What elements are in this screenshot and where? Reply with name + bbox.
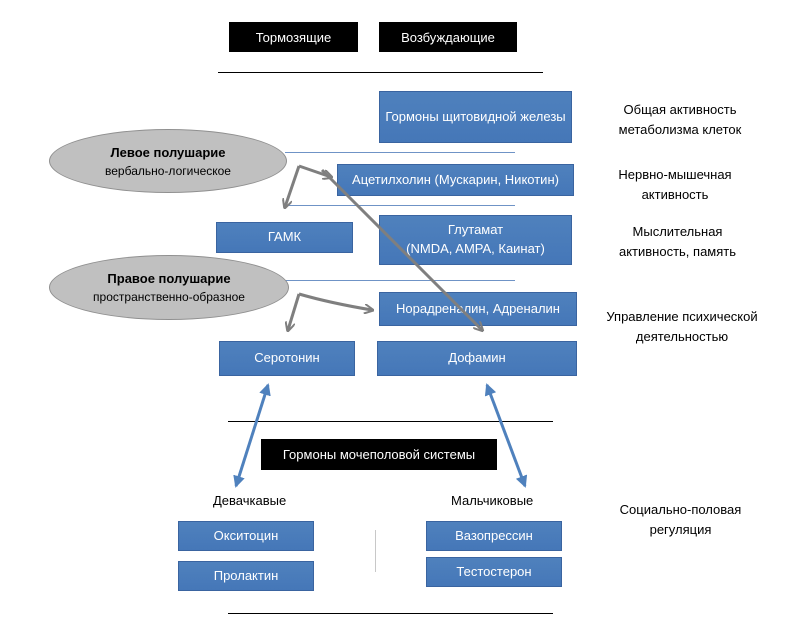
boys-label: Мальчиковые [451,493,534,508]
girls-label: Девачкавые [213,493,287,508]
thyroid-hormones-box: Гормоны щитовидной железы [379,91,572,143]
prolactin-label: Пролактин [213,567,279,583]
left-hemisphere-subtitle: вербально-логическое [105,163,231,178]
inhibitory-header: Тормозящие [229,22,358,52]
noradrenaline-label: Норадреналин, Адреналин [396,300,560,316]
right-hemisphere-ellipse: Правое полушарие пространственно-образно… [49,255,289,320]
testosterone-label: Тестостерон [456,563,532,579]
excitatory-header: Возбуждающие [379,22,517,52]
acetylcholine-box: Ацетилхолин (Мускарин, Никотин) [337,164,574,196]
social-note: Социально-половая регуляция [619,502,742,538]
testosterone-box: Тестостерон [426,557,562,587]
metabolism-note: Общая активность метаболизма клеток [618,102,742,138]
dopamine-boys-arrow [484,383,528,488]
dopamine-label: Дофамин [448,350,506,366]
left-hemisphere-title: Левое полушарие [110,144,226,160]
gaba-box: ГАМК [216,222,353,253]
acetylcholine-label: Ацетилхолин (Мускарин, Никотин) [352,171,559,187]
urogenital-hormones-header: Гормоны мочеполовой системы [261,439,497,470]
top-divider [218,72,543,73]
gaba-label: ГАМК [267,229,302,245]
inhibitory-label: Тормозящие [255,29,332,45]
serotonin-girls-arrow [233,383,271,488]
vasopressin-label: Вазопрессин [455,527,533,543]
prolactin-box: Пролактин [178,561,314,591]
cognitive-note: Мыслительная активность, память [618,224,737,260]
serotonin-box: Серотонин [219,341,355,376]
excitatory-label: Возбуждающие [401,29,495,45]
dopamine-box: Дофамин [377,341,577,376]
separator-line [285,152,515,153]
separator-line [285,205,515,206]
acetylcholine-to-dopamine-arrow [320,168,482,330]
right-to-noradrenaline-arrow [298,292,372,310]
glutamate-receptors-label: (NMDA, AMPA, Каинат) [406,241,545,256]
thyroid-hormones-label: Гормоны щитовидной железы [385,108,566,124]
right-to-serotonin-arrow [288,293,301,330]
separator-line [285,280,515,281]
neuromuscular-note: Нервно-мышечная активность [618,167,732,203]
middle-divider [228,421,553,422]
serotonin-label: Серотонин [254,350,320,366]
right-hemisphere-subtitle: пространственно-образное [93,290,245,304]
center-separator [375,530,376,572]
left-hemisphere-ellipse: Левое полушарие вербально-логическое [49,129,287,193]
psychic-note: Управление психической деятельностью [606,309,758,345]
bottom-divider [228,613,553,614]
urogenital-hormones-label: Гормоны мочеполовой системы [282,447,476,462]
right-hemisphere-title: Правое полушарие [107,271,231,286]
glutamate-box: Глутамат (NMDA, AMPA, Каинат) [379,215,572,265]
glutamate-label: Глутамат [447,222,504,238]
noradrenaline-box: Норадреналин, Адреналин [379,292,577,326]
oxytocin-label: Окситоцин [213,527,279,543]
vasopressin-box: Вазопрессин [426,521,562,551]
left-to-gaba-arrow [285,165,301,207]
oxytocin-box: Окситоцин [178,521,314,551]
